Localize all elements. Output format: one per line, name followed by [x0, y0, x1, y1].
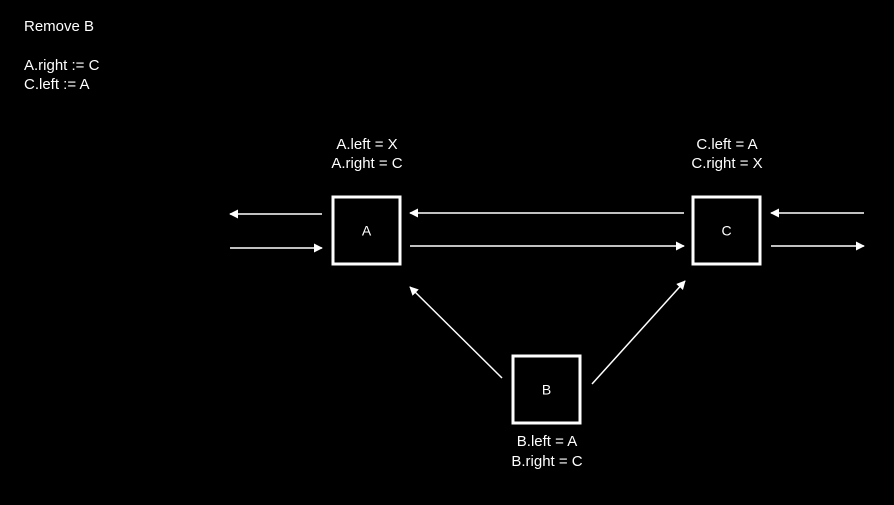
diagram-title: Remove B — [24, 18, 95, 35]
node-a-name: A — [362, 223, 372, 239]
node-c-name: C — [721, 223, 731, 239]
node-c-left-label: C.left = A — [696, 136, 758, 153]
node-b-left-label: B.left = A — [516, 433, 578, 450]
node-c-right-label: C.right = X — [691, 155, 763, 172]
node-a-box — [331, 195, 402, 266]
node-b-right-label: B.right = C — [511, 453, 583, 470]
arrow-b-to-a — [409, 286, 503, 379]
node-c-box — [691, 195, 762, 266]
operation-line-2: C.left := A — [24, 76, 90, 93]
node-b-box — [511, 354, 582, 425]
operation-line-1: A.right := C — [24, 57, 100, 74]
node-a-left-label: A.left = X — [336, 136, 398, 153]
node-a-right-label: A.right = C — [331, 155, 403, 172]
node-b-name: B — [542, 382, 551, 398]
arrow-b-to-c — [591, 280, 686, 385]
